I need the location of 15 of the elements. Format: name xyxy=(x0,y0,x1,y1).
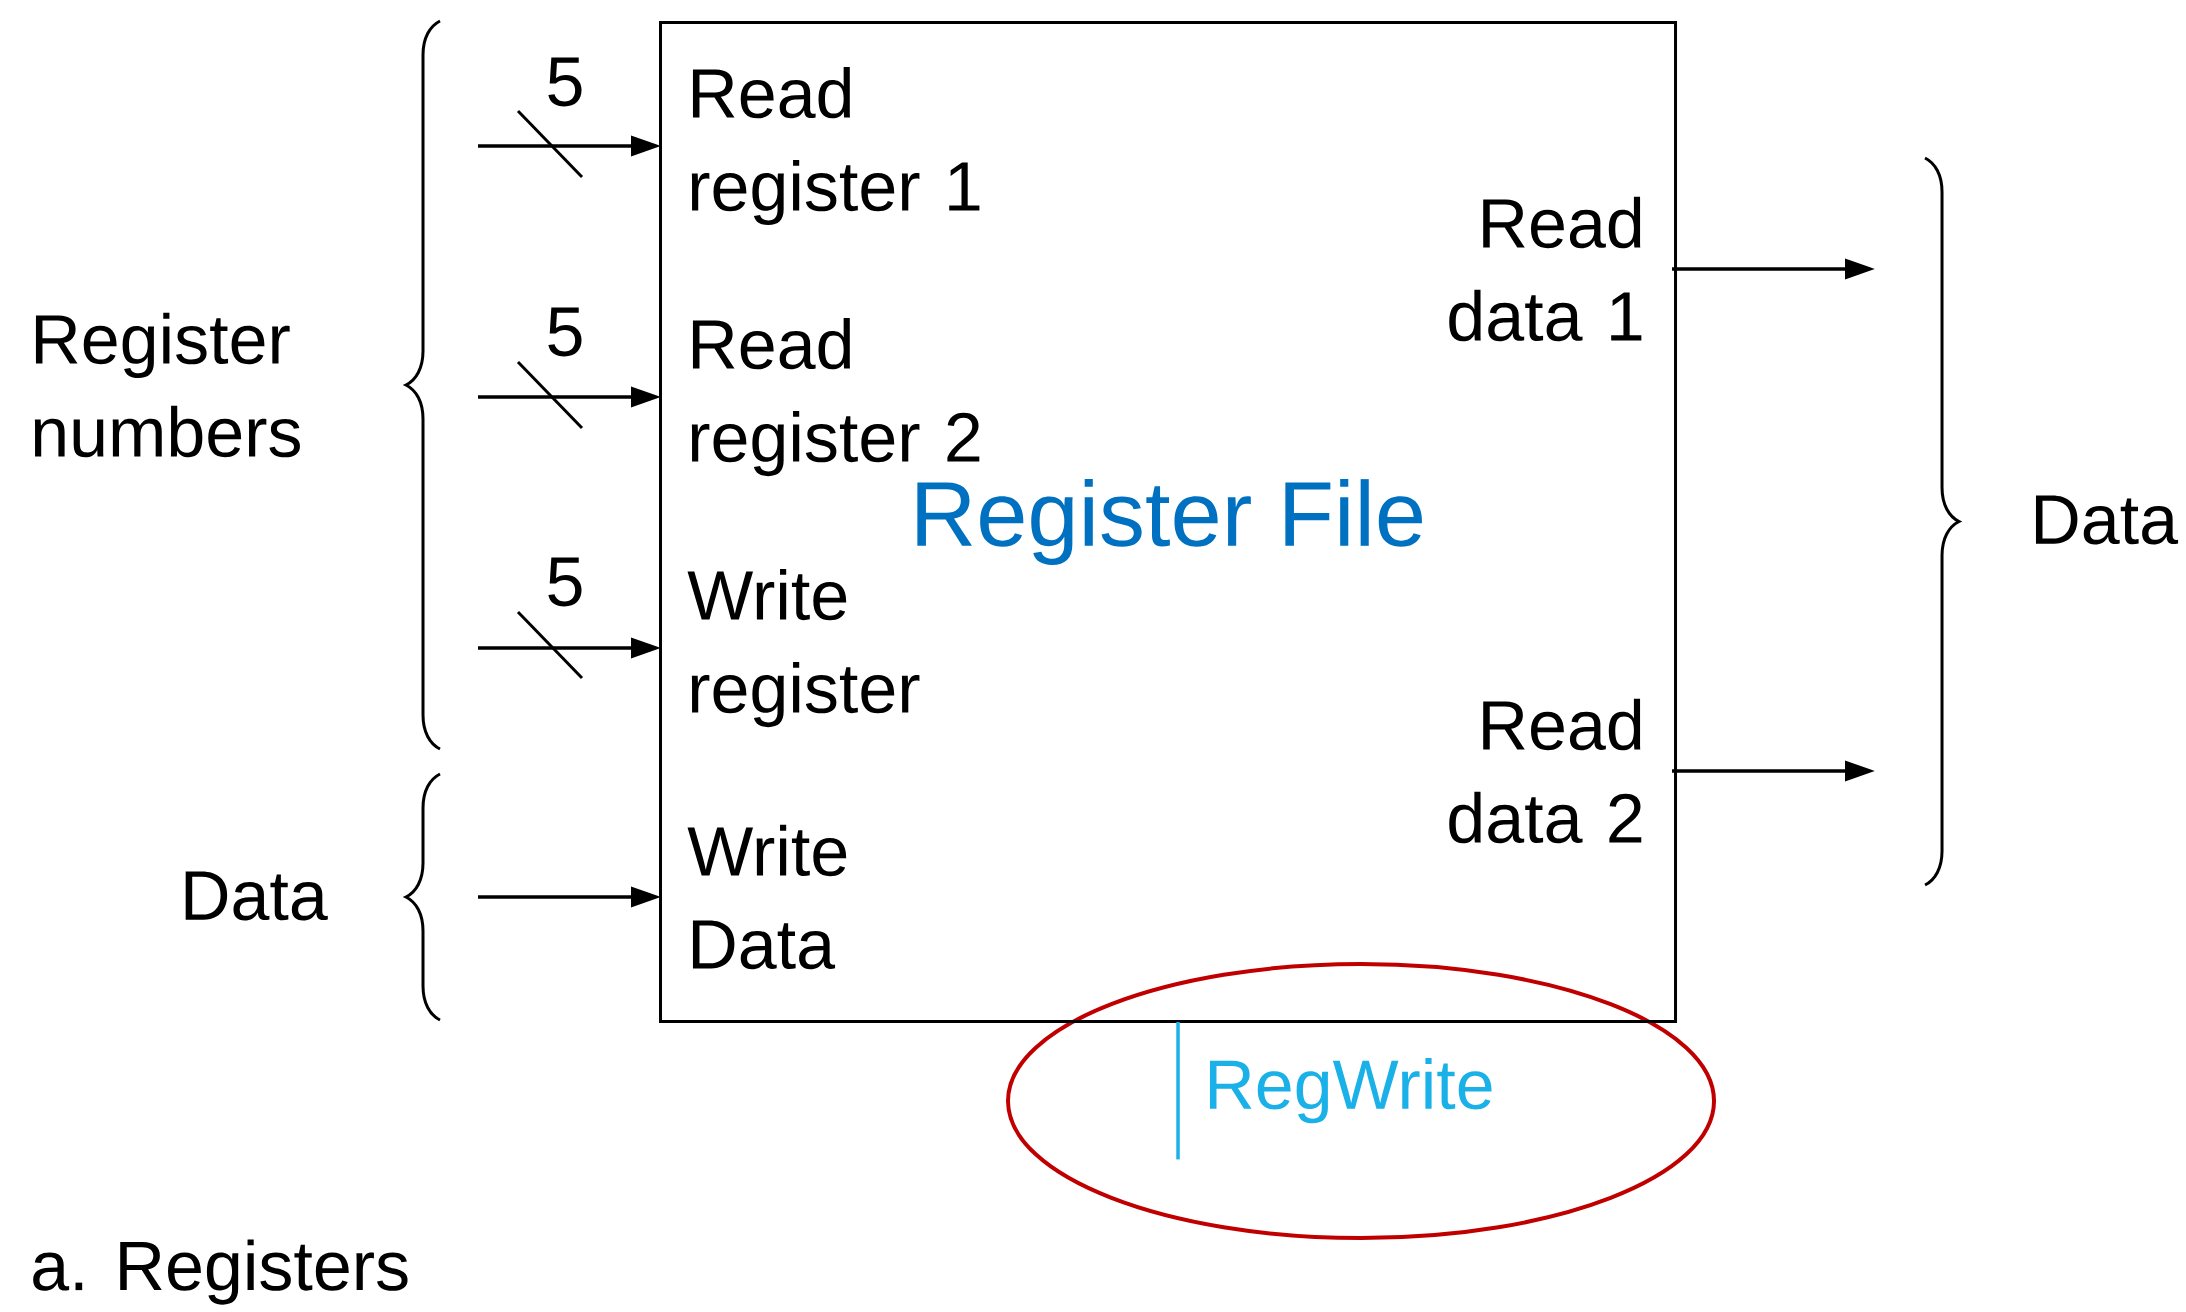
control-line xyxy=(1176,1022,1180,1160)
group-label: Data xyxy=(2035,495,2179,545)
caption: a. Registers xyxy=(33,1239,408,1305)
bus-width-label: 5 xyxy=(548,57,582,107)
bus-width-label: 5 xyxy=(548,307,582,357)
bus-width-label: 5 xyxy=(548,557,582,607)
port-label: Read register 2 xyxy=(691,317,980,477)
port-label: Read register 1 xyxy=(691,66,980,226)
group-label: Data xyxy=(185,871,328,921)
port-label: Write Data xyxy=(687,824,847,970)
port-label: Read data 1 xyxy=(1449,196,1642,342)
port-label: Write register xyxy=(687,568,920,728)
signal-label: RegWrite xyxy=(1209,1058,1492,1124)
port-label: Read data 2 xyxy=(1449,698,1642,844)
group-label: Register numbers xyxy=(34,312,300,458)
